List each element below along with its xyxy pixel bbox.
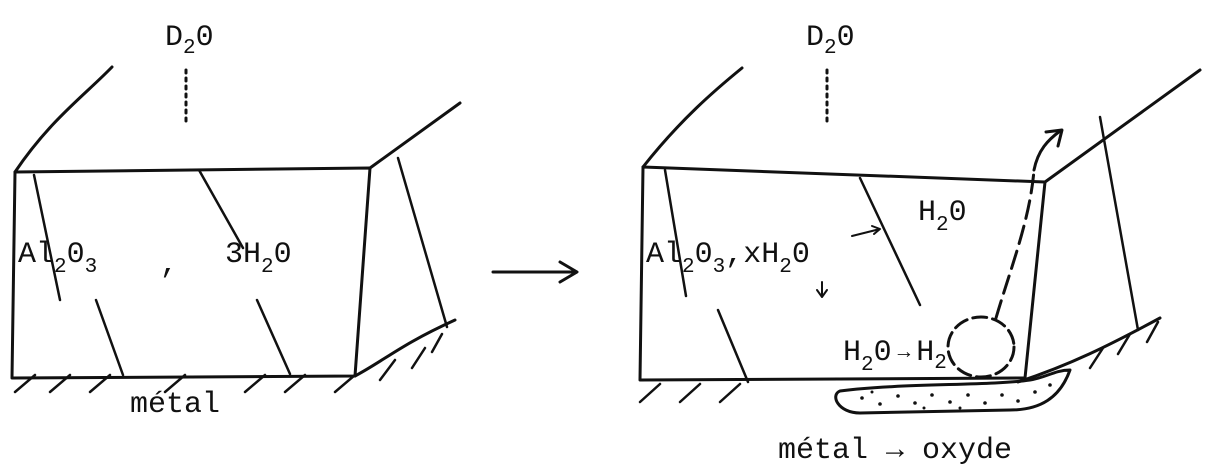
diffusion-arrow-icon bbox=[852, 226, 880, 236]
right-formula-water-sub: 2 bbox=[779, 256, 792, 279]
left-panel: D20 Al203 , 3H20 métal bbox=[12, 21, 460, 422]
right-block-top-edge bbox=[643, 68, 742, 167]
right-pore-line bbox=[860, 178, 920, 305]
right-water-tail: 0 bbox=[949, 196, 967, 230]
right-water-main: H bbox=[918, 196, 936, 230]
left-d2o-sub: 2 bbox=[183, 37, 196, 60]
right-bottom-label: métal → oxyde bbox=[778, 434, 1012, 468]
left-block-side bbox=[355, 320, 455, 376]
right-block-top-right-edge bbox=[1045, 70, 1200, 182]
left-pore-line bbox=[257, 300, 290, 374]
left-formula-al: Al bbox=[18, 238, 54, 272]
reaction-reactant-sub: 2 bbox=[861, 354, 874, 377]
left-d2o-tail: 0 bbox=[196, 21, 214, 55]
left-block-back-right bbox=[398, 158, 447, 327]
left-pore-line bbox=[96, 300, 123, 375]
reaction-arrow: → bbox=[898, 342, 911, 365]
hydrogen-escape-path bbox=[996, 170, 1034, 318]
right-d2o-main: D bbox=[806, 21, 824, 55]
transformation-arrow bbox=[493, 262, 577, 282]
right-d2o-label: D20 bbox=[806, 21, 855, 60]
reaction-reactant-tail: 0 bbox=[874, 336, 892, 370]
right-d2o-sub: 2 bbox=[824, 37, 837, 60]
left-pore-line bbox=[199, 170, 243, 248]
right-panel: D20 Al203,xH20 H20 H20→H2 métal → oxyde bbox=[640, 21, 1200, 468]
left-formula-sub2: 3 bbox=[85, 256, 98, 279]
left-formula-o: 0 bbox=[67, 238, 85, 272]
left-formula-water-tail: 0 bbox=[274, 238, 292, 272]
right-water-sub: 2 bbox=[936, 214, 949, 237]
reaction-product-main: H bbox=[916, 336, 934, 370]
right-pore-line bbox=[718, 310, 748, 382]
left-block-top-right-edge bbox=[370, 103, 460, 168]
left-d2o-label: D20 bbox=[165, 21, 214, 60]
left-formula-water-sub: 2 bbox=[261, 256, 274, 279]
right-block-back-right bbox=[1100, 117, 1138, 330]
reaction-reactant-main: H bbox=[843, 336, 861, 370]
hydrogen-bubble bbox=[948, 317, 1014, 377]
left-formula: Al203 bbox=[18, 238, 97, 279]
left-formula-separator: , bbox=[160, 248, 178, 282]
left-formula-sub1: 2 bbox=[54, 256, 67, 279]
right-formula: Al203,xH20 bbox=[646, 238, 810, 279]
right-water-label: H20 bbox=[918, 196, 967, 237]
left-block-top-edge bbox=[15, 67, 112, 172]
reaction-product-sub: 2 bbox=[934, 352, 947, 375]
hydrogen-escape-curve bbox=[1034, 131, 1060, 170]
right-reaction: H20→H2 bbox=[843, 336, 947, 377]
left-formula-water: 3H20 bbox=[225, 238, 292, 279]
left-d2o-main: D bbox=[165, 21, 183, 55]
diffusion-arrow-icon bbox=[817, 282, 827, 297]
right-formula-sub2: 3 bbox=[713, 256, 726, 279]
left-formula-3h: 3H bbox=[225, 238, 261, 272]
left-metal-label: métal bbox=[130, 388, 220, 422]
right-formula-al: Al bbox=[646, 238, 682, 272]
right-formula-o: 0 bbox=[695, 238, 713, 272]
right-d2o-tail: 0 bbox=[837, 21, 855, 55]
right-formula-xh: ,xH bbox=[725, 238, 779, 272]
right-formula-water-tail: 0 bbox=[792, 238, 810, 272]
right-formula-sub1: 2 bbox=[682, 256, 695, 279]
